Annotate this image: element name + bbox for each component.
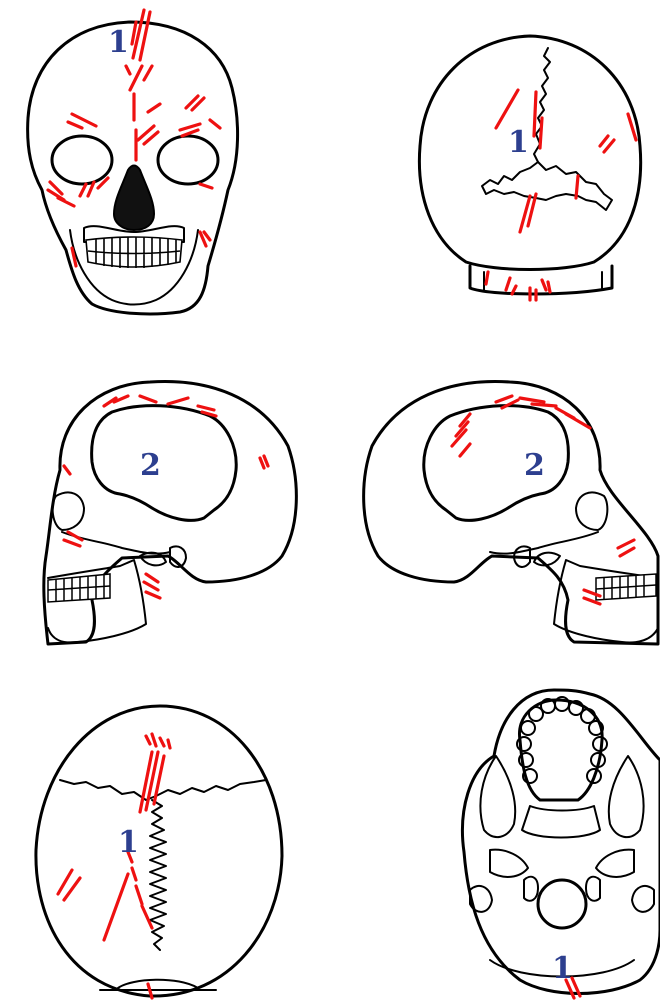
- inferior-zygomatic-left: [480, 756, 515, 837]
- inferior-zygomatic-right: [609, 756, 644, 837]
- inferior-mastoid-right: [632, 886, 654, 912]
- frontal-nasal-aperture: [114, 166, 154, 231]
- right-lateral-zygomatic: [490, 532, 598, 554]
- frontal-teeth: [86, 237, 182, 268]
- right-lateral-parietal-window: [424, 406, 569, 521]
- superior-view-label: 1: [118, 825, 139, 860]
- posterior-cranium-outline: [419, 36, 640, 270]
- right-lateral-view-label: 2: [524, 448, 545, 483]
- frontal-left-orbit: [158, 136, 218, 184]
- superior-coronal-suture: [60, 780, 266, 800]
- frontal-view-label: 1: [108, 25, 129, 60]
- inferior-petrous-right: [596, 850, 634, 877]
- posterior-lambdoid-suture: [482, 162, 612, 210]
- inferior-foramen-magnum: [538, 880, 586, 928]
- inferior-view-label: 1: [552, 951, 573, 986]
- inferior-cranium-outline: [462, 690, 660, 994]
- right-lateral-mandible: [554, 560, 658, 642]
- right-lateral-cranium-outline: [364, 382, 658, 644]
- inferior-mastoid-left: [470, 886, 492, 912]
- frontal-right-orbit: [52, 136, 112, 184]
- inferior-condyle-left: [524, 877, 538, 901]
- inferior-condyle-right: [586, 877, 600, 901]
- skull-frontal-view: 1: [28, 10, 238, 314]
- right-lateral-teeth: [596, 574, 656, 600]
- skull-right-lateral-view: 2: [364, 382, 658, 644]
- inferior-sphenoid: [522, 806, 600, 838]
- left-lateral-cranium-outline: [44, 382, 297, 644]
- posterior-view-label: 1: [508, 125, 529, 160]
- skull-posterior-view: 1: [419, 36, 640, 300]
- left-lateral-teeth: [48, 574, 110, 602]
- superior-lambdoid-area: [118, 980, 198, 988]
- right-lateral-orbit: [576, 492, 607, 530]
- left-lateral-cut-marks: [64, 396, 268, 598]
- skull-superior-view: 1: [36, 706, 282, 998]
- left-lateral-parietal-window: [92, 406, 237, 521]
- inferior-petrous-left: [490, 850, 528, 877]
- left-lateral-view-label: 2: [140, 448, 161, 483]
- left-lateral-orbit: [53, 492, 84, 530]
- left-lateral-zygomatic: [62, 532, 170, 554]
- inferior-teeth: [517, 697, 607, 783]
- skull-inferior-view: 1: [462, 690, 660, 998]
- superior-cut-marks: [58, 734, 170, 998]
- skull-left-lateral-view: 2: [44, 382, 297, 644]
- inferior-palate: [519, 700, 602, 800]
